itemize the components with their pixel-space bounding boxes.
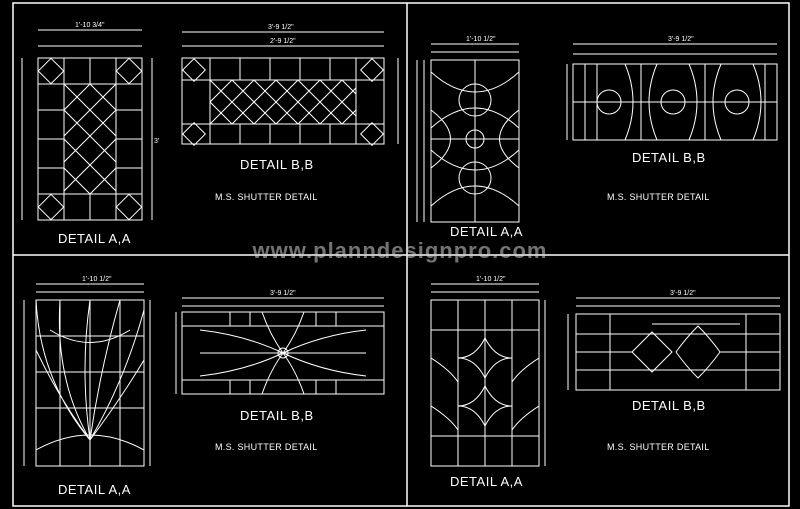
panel2-caption: M.S. SHUTTER DETAIL — [607, 192, 710, 202]
panel4-detail-b: 3'-9 1/2" — [567, 290, 781, 391]
panel4-detail-a-label: DETAIL A,A — [450, 474, 523, 489]
svg-text:3': 3' — [154, 138, 159, 145]
panel3-caption: M.S. SHUTTER DETAIL — [215, 442, 318, 452]
panel1-detail-a-label: DETAIL A,A — [58, 231, 131, 246]
panel3-detail-a: 1'-10 1/2" — [23, 276, 151, 467]
svg-text:1'-10 1/2": 1'-10 1/2" — [82, 276, 112, 283]
panel2-detail-b-label: DETAIL B,B — [632, 150, 706, 165]
panel2-detail-a-label: DETAIL A,A — [450, 224, 523, 239]
panel4-caption: M.S. SHUTTER DETAIL — [607, 442, 710, 452]
panel3-detail-a-label: DETAIL A,A — [58, 482, 131, 497]
svg-text:3'-9 1/2": 3'-9 1/2" — [268, 24, 294, 31]
svg-text:3'-9 1/2": 3'-9 1/2" — [668, 36, 694, 43]
svg-text:1'-10 1/2": 1'-10 1/2" — [476, 276, 506, 283]
panel2-detail-a: 1'-10 1/2" — [416, 36, 520, 223]
panel4-detail-a: 1'-10 1/2" — [430, 276, 546, 467]
panel2-detail-b: 3'-9 1/2" — [566, 36, 778, 141]
panel1-detail-b: 3'-9 1/2" 2'-9 1/2" — [181, 24, 399, 147]
panel4-detail-b-label: DETAIL B,B — [632, 398, 706, 413]
svg-text:3'-9 1/2": 3'-9 1/2" — [670, 290, 696, 297]
panel3-detail-b: 3'-9 1/2" — [175, 290, 385, 395]
panel1-caption: M.S. SHUTTER DETAIL — [215, 192, 318, 202]
panel1-detail-b-label: DETAIL B,B — [240, 157, 314, 172]
panel3-detail-b-label: DETAIL B,B — [240, 408, 314, 423]
svg-text:3'-9 1/2": 3'-9 1/2" — [270, 290, 296, 297]
svg-text:2'-9 1/2": 2'-9 1/2" — [270, 38, 296, 45]
svg-text:1'-10 3/4": 1'-10 3/4" — [75, 22, 105, 29]
sheet-frame — [12, 2, 790, 507]
panel1-detail-a: 1'-10 3/4" 3' — [21, 22, 159, 221]
svg-text:1'-10 1/2": 1'-10 1/2" — [466, 36, 496, 43]
watermark-text: www.planndesignpro.com — [252, 238, 548, 263]
